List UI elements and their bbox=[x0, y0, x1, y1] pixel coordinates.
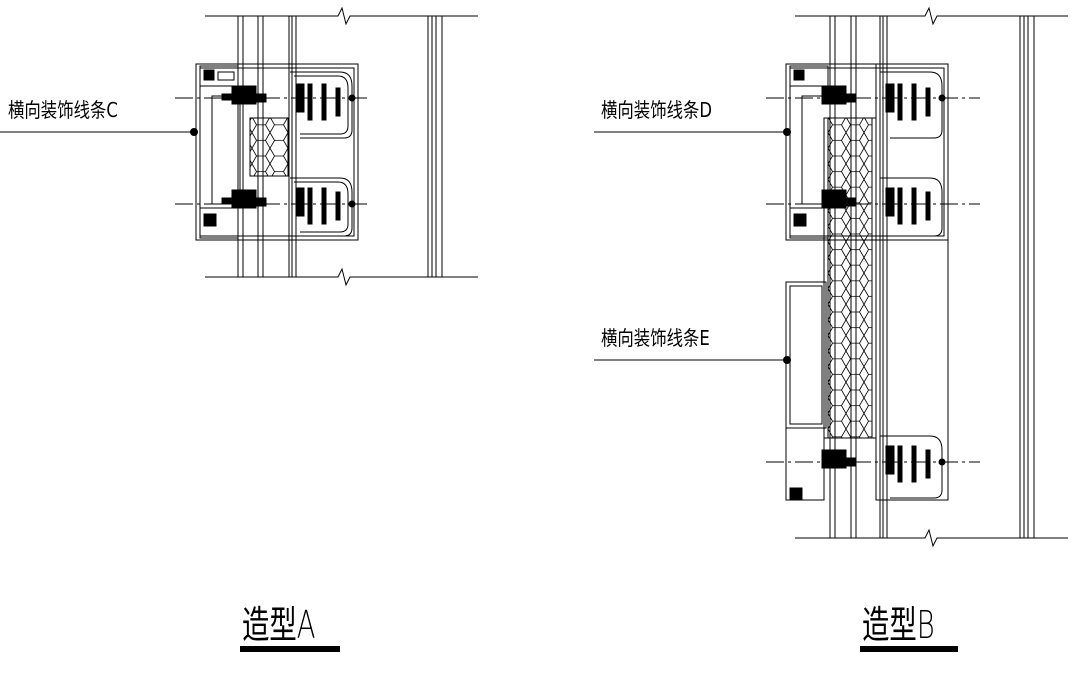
break-line-bottom-b bbox=[795, 528, 1068, 548]
detail-a-drawing bbox=[0, 6, 478, 287]
title-underline-b bbox=[860, 646, 958, 652]
detail-b-drawing bbox=[594, 6, 1068, 548]
label-decorative-strip-d: 横向装饰线条D bbox=[601, 98, 713, 122]
label-decorative-strip-e: 横向装饰线条E bbox=[601, 326, 710, 350]
label-decorative-strip-c: 横向装饰线条C bbox=[8, 98, 118, 122]
title-underline-a bbox=[240, 646, 340, 652]
title-detail-a: 造型A bbox=[242, 603, 316, 647]
title-detail-b: 造型B bbox=[862, 603, 935, 647]
break-line-top-a bbox=[205, 6, 478, 26]
break-line-top-b bbox=[795, 6, 1068, 26]
break-line-bottom-a bbox=[205, 267, 478, 287]
